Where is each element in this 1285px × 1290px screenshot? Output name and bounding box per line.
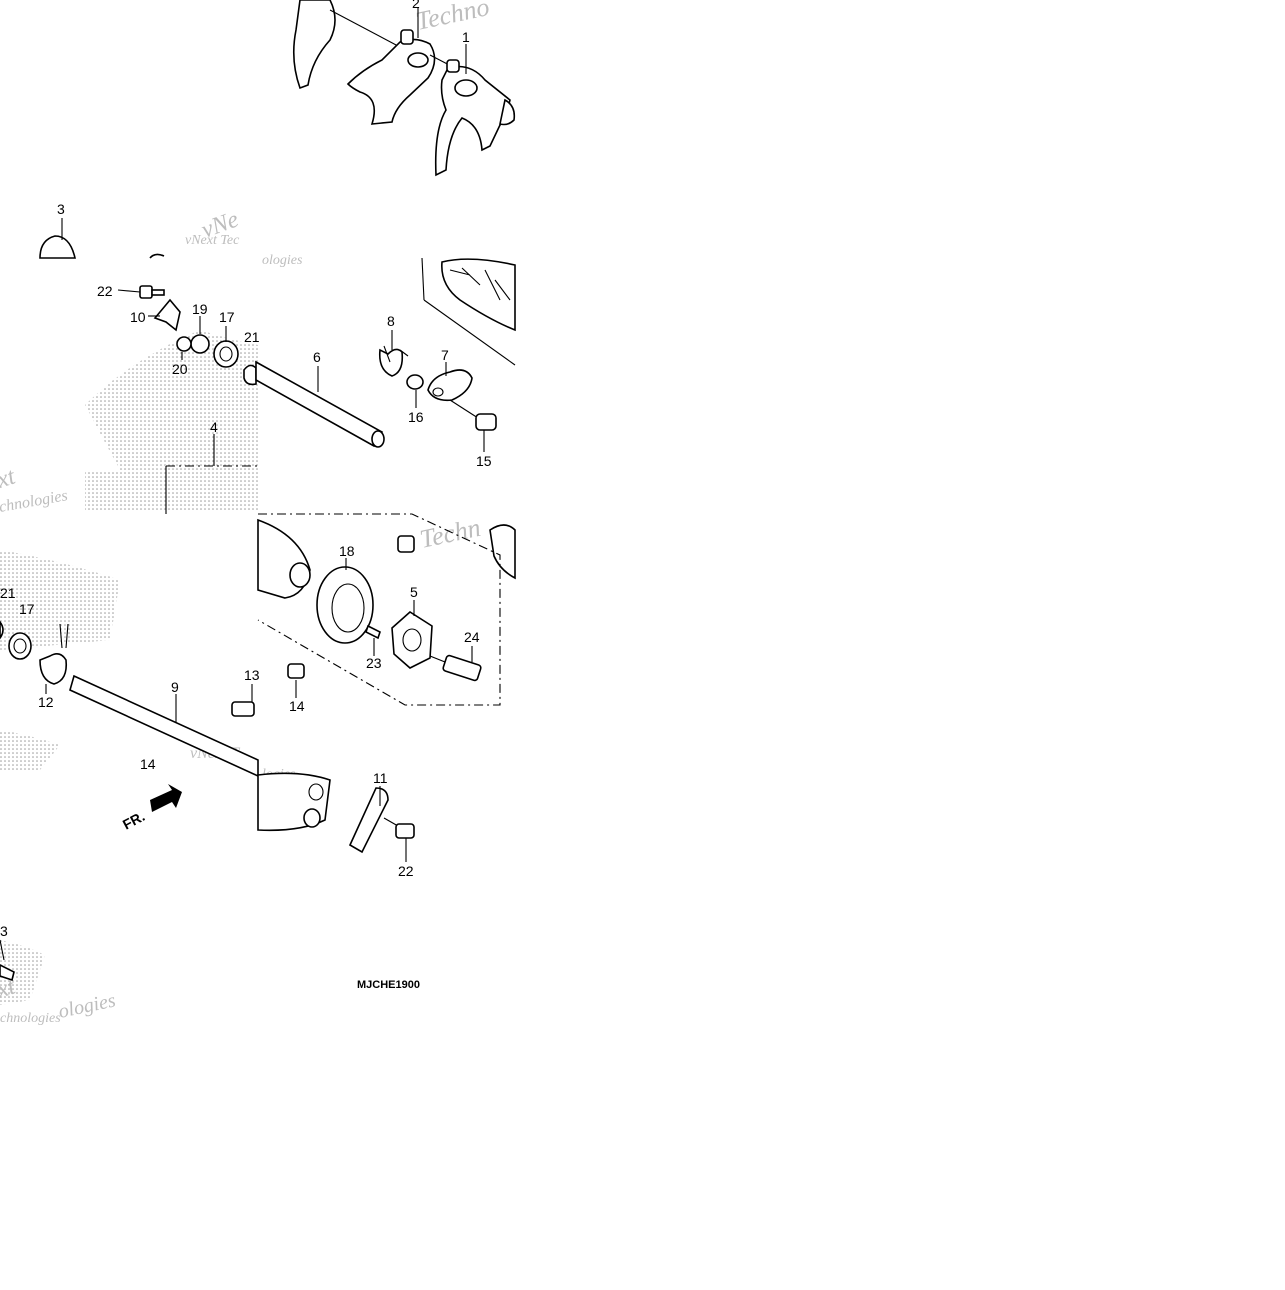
part-label: 15	[476, 453, 492, 469]
svg-text:chnologies: chnologies	[0, 1011, 61, 1026]
svg-text:chnologies: chnologies	[0, 487, 69, 516]
part-label: 14	[289, 698, 305, 714]
front-direction-label: FR.	[120, 808, 147, 833]
part-label: 3	[57, 201, 65, 217]
part-label: 11	[373, 770, 388, 786]
leader-lines	[45, 8, 485, 862]
part-label: 22	[398, 863, 414, 879]
part-label: 21	[244, 329, 260, 345]
stopper-assembly	[117, 285, 257, 386]
part-label: 22	[97, 283, 113, 299]
part-label: 21	[0, 585, 16, 601]
bottom-left-fragment	[0, 939, 15, 982]
part-label: 18	[339, 543, 355, 559]
part-label: 4	[210, 419, 218, 435]
part-label: 3	[0, 923, 8, 939]
part-label: 13	[244, 667, 260, 683]
svg-text:ologies: ologies	[56, 989, 117, 1023]
shift-shaft	[255, 360, 385, 448]
part-label: 2	[412, 0, 420, 11]
part-label: 23	[366, 655, 382, 671]
svg-text:xt: xt	[0, 463, 20, 494]
front-direction-arrow	[150, 784, 182, 812]
part-label: 17	[19, 601, 35, 617]
svg-text:vNext Tec: vNext Tec	[185, 233, 240, 248]
part-label: 24	[464, 629, 480, 645]
part-label: 14	[140, 756, 156, 772]
gearshift-spindle	[0, 620, 259, 778]
drum-center-assembly	[257, 518, 516, 682]
shift-forks	[39, 0, 516, 259]
watermarks: Techno vNe vNext Tec ologies xt chnologi…	[0, 0, 492, 1026]
part-label: 20	[172, 361, 188, 377]
part-labels: 2 1 3 22 10 19 17 21 20 6 8 7 16 15 4 18…	[0, 0, 492, 939]
part-label: 1	[462, 29, 470, 45]
part-label: 16	[408, 409, 424, 425]
part-label: 9	[171, 679, 179, 695]
svg-text:Techn: Techn	[417, 513, 483, 554]
stopper-arm-assembly	[378, 345, 497, 431]
shift-drum	[421, 257, 516, 366]
part-label: 12	[38, 694, 54, 710]
part-label: 6	[313, 349, 321, 365]
dashed-frames	[165, 465, 501, 706]
logo-halftone	[0, 330, 258, 1005]
svg-text:Techno: Techno	[413, 0, 492, 36]
diagram-code: MJCHE1900	[357, 979, 420, 991]
part-label: 10	[130, 309, 146, 325]
part-label: 5	[410, 584, 418, 600]
svg-text:ologies: ologies	[262, 253, 303, 268]
lower-bracket	[257, 772, 415, 854]
part-label: 17	[219, 309, 235, 325]
part-label: 7	[441, 347, 449, 363]
part-label: 19	[192, 301, 208, 317]
part-label: 8	[387, 313, 395, 329]
